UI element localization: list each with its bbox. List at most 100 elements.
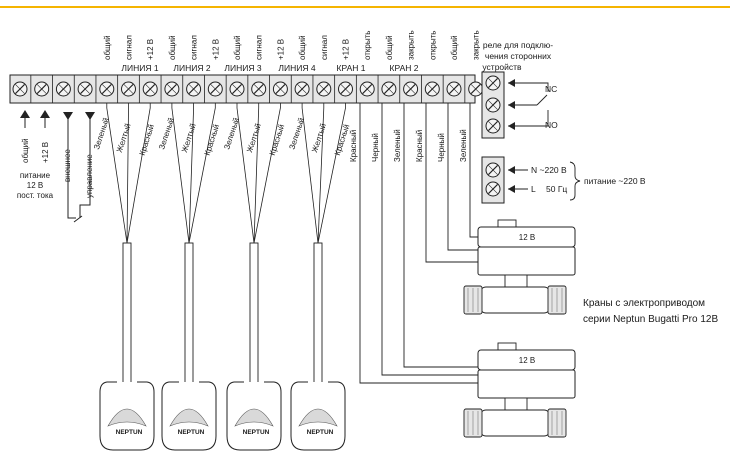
power-dc-line3: пост. тока	[17, 191, 54, 200]
terminal-screw	[186, 81, 202, 97]
leak-sensor: NEPTUN	[99, 381, 155, 451]
terminal-screw	[316, 81, 332, 97]
terminal-screw	[55, 81, 71, 97]
sensor-brand: NEPTUN	[116, 429, 143, 436]
sensor-cable	[122, 242, 132, 384]
terminal-label: +12 В	[146, 39, 155, 60]
power-block	[481, 156, 581, 204]
terminal-screw	[338, 81, 353, 97]
sensor-wire	[171, 103, 190, 244]
terminal-labels: общий сигнал +12 В общий сигнал +12 В общий сиг…	[103, 30, 481, 60]
relay-nc-label: NC	[545, 84, 557, 94]
terminal-screw	[164, 81, 180, 97]
leak-sensor: NEPTUN	[161, 381, 217, 451]
sensor-wire-label: Красный	[203, 123, 222, 156]
arrow-up-icon	[20, 110, 30, 118]
terminal-screw	[403, 81, 419, 97]
terminal-label: сигнал	[125, 35, 134, 60]
sensor-wire	[236, 103, 255, 244]
terminal-screw	[99, 81, 115, 97]
terminal-screw	[485, 97, 501, 113]
arrow-left-icon	[508, 185, 515, 193]
terminal-label: общий	[168, 35, 177, 60]
sensor-wire	[317, 103, 346, 244]
valve2-wire-green: Зеленый	[459, 129, 468, 162]
terminal-label: сигнал	[320, 35, 329, 60]
arrow-left-icon	[508, 166, 515, 174]
sensor-wire-label: Зеленый	[92, 117, 111, 151]
terminal-block	[9, 74, 484, 104]
left-power-section	[24, 112, 91, 223]
terminal-label: закрыть	[472, 30, 481, 60]
terminal-screw	[77, 81, 93, 97]
sensor-wire	[126, 103, 129, 244]
sensor-brand: NEPTUN	[178, 429, 205, 436]
terminal-screw	[294, 81, 310, 97]
valve-wires	[359, 103, 478, 384]
terminal-label: +12 В	[276, 39, 285, 60]
group-label-line1: ЛИНИЯ 1	[121, 63, 158, 73]
terminal-screw	[424, 81, 440, 97]
valve-voltage-label: 12 В	[519, 233, 535, 242]
valve-voltage-label: 12 В	[519, 356, 535, 365]
power-220-label: питание ~220 В	[584, 176, 646, 186]
sensor-cable	[184, 242, 194, 384]
sensor-wire	[253, 103, 281, 244]
terminal-screw	[485, 181, 501, 197]
terminal-screw	[485, 75, 501, 91]
terminal-label: общий	[233, 35, 242, 60]
group-labels: ЛИНИЯ 1 ЛИНИЯ 2 ЛИНИЯ 3 ЛИНИЯ 4 КРАН 1 К…	[121, 63, 418, 73]
sensor-wire-label: Зеленый	[157, 117, 176, 151]
motorized-valve-1: 12 В	[463, 219, 576, 315]
terminal-screw	[359, 81, 375, 97]
terminal-label: сигнал	[255, 35, 264, 60]
relay-no-label: NO	[545, 120, 558, 130]
sensor-wire	[106, 103, 128, 244]
sensor-wire	[253, 103, 260, 244]
sensor-wire	[126, 103, 151, 244]
group-label-line3: ЛИНИЯ 3	[224, 63, 261, 73]
left-label-plus12: +12 В	[41, 142, 50, 163]
power-dc-line1: питание	[20, 171, 51, 180]
sensor-wire-label: Красный	[268, 123, 287, 156]
power-dc-line2: 12 В	[27, 181, 43, 190]
terminal-label: закрыть	[407, 30, 416, 60]
valve1-wire-green: Зеленый	[393, 129, 402, 162]
terminal-screw	[468, 81, 484, 97]
arrow-left-icon	[508, 101, 515, 109]
sensor-wire	[188, 103, 195, 244]
terminal-screw	[485, 118, 501, 134]
sensor-brand: NEPTUN	[307, 429, 334, 436]
terminal-label: общий	[450, 35, 459, 60]
terminal-label: открыть	[363, 31, 372, 60]
left-label-control: управление	[85, 154, 94, 198]
arrow-left-icon	[508, 122, 515, 130]
terminal-label: общий	[385, 35, 394, 60]
sensor-wire-label: Желтый	[115, 122, 133, 153]
sensor-wire-label: Желтый	[180, 122, 198, 153]
sensor-wire	[301, 103, 319, 244]
terminal-screw	[485, 162, 501, 178]
terminal-label: +12 В	[342, 39, 351, 60]
group-label-valve2: КРАН 2	[390, 63, 419, 73]
sensor-wire-label: Желтый	[310, 122, 328, 153]
leak-sensor: NEPTUN	[290, 381, 346, 451]
sensor-wire-label: Зеленый	[222, 117, 241, 151]
relay-title-line3: устройств	[482, 62, 522, 72]
terminal-screw	[142, 81, 158, 97]
power-freq-label: 50 Гц	[546, 184, 567, 194]
terminal-label: сигнал	[190, 35, 199, 60]
group-label-valve1: КРАН 1	[337, 63, 366, 73]
motorized-valve-2: 12 В	[463, 342, 576, 438]
terminal-label: общий	[103, 35, 112, 60]
terminal-screw	[34, 81, 50, 97]
terminal-screw	[229, 81, 245, 97]
valve2-wire-black: Черный	[437, 133, 446, 162]
terminal-label: открыть	[428, 31, 437, 60]
arrow-left-icon	[508, 79, 515, 87]
motorized-valves: 12 В 12 В	[463, 219, 576, 438]
sensor-wire	[317, 103, 325, 244]
